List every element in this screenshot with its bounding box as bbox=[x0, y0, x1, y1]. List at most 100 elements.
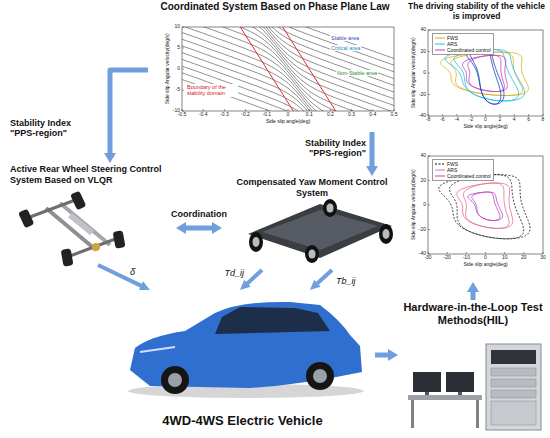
edge-label: Td_ij bbox=[224, 268, 244, 278]
connector-line bbox=[185, 226, 213, 231]
legend-line bbox=[435, 170, 445, 171]
axis-label: Side slip Angular velocity(deg/s) bbox=[410, 38, 416, 109]
connector bbox=[176, 222, 222, 234]
tick-mark bbox=[428, 252, 429, 254]
tick-mark bbox=[428, 180, 430, 181]
tick-mark bbox=[428, 94, 430, 95]
tick-mark bbox=[428, 51, 430, 52]
tick-label: -0.1 bbox=[262, 112, 271, 118]
tick-label: -40 bbox=[419, 113, 426, 119]
region-annotation: Non-Stable area bbox=[336, 70, 378, 76]
headlight bbox=[140, 347, 175, 352]
tick-mark bbox=[182, 27, 184, 28]
response-loop bbox=[462, 55, 507, 91]
arrow-head bbox=[104, 153, 116, 163]
desk-leg bbox=[476, 400, 479, 428]
legend-sample bbox=[435, 42, 445, 46]
tick-label: -0.3 bbox=[220, 112, 229, 118]
tick-mark bbox=[182, 48, 184, 49]
tick-mark bbox=[514, 114, 515, 116]
tick-mark bbox=[428, 114, 429, 116]
trajectory-curve bbox=[182, 27, 394, 92]
chassis-rail bbox=[46, 208, 96, 250]
tick-label: -0.4 bbox=[199, 112, 208, 118]
edge-label: δ̇ bbox=[130, 267, 135, 277]
wheel bbox=[61, 248, 74, 266]
edge-label: Tb_ij bbox=[336, 276, 356, 286]
tick-label: 0 bbox=[287, 112, 290, 118]
legend-line bbox=[435, 44, 445, 45]
tick-label: 0.3 bbox=[348, 112, 355, 118]
trajectory-curve bbox=[182, 27, 394, 65]
legend-row: Coordinated control bbox=[435, 47, 491, 53]
tick-label: 0 bbox=[423, 70, 426, 76]
trajectory-curve bbox=[182, 27, 394, 111]
monitor-stand bbox=[425, 392, 429, 395]
tick-mark bbox=[330, 109, 331, 111]
wheel-rim bbox=[383, 229, 390, 239]
connector bbox=[366, 132, 378, 176]
chassis-top bbox=[262, 210, 378, 250]
connector-line bbox=[247, 270, 262, 284]
tick-label: -10 bbox=[463, 255, 470, 261]
wheel bbox=[249, 232, 263, 252]
wheel-rim bbox=[327, 204, 334, 213]
yaw-chassis bbox=[248, 199, 393, 263]
tick-label: 10 bbox=[502, 255, 508, 261]
tick-label: 4 bbox=[513, 117, 516, 123]
axis-label: Side slip angle(deg) bbox=[463, 124, 507, 130]
tick-mark bbox=[309, 109, 310, 111]
node-box: Hardware-in-the-Loop Test Methods(HIL) bbox=[398, 300, 548, 435]
wheel bbox=[70, 191, 86, 211]
tick-label: 2 bbox=[498, 117, 501, 123]
legend-sample bbox=[435, 162, 445, 166]
wheel-rim bbox=[253, 237, 260, 247]
tick-mark bbox=[528, 114, 529, 116]
legend-text: ARS bbox=[447, 41, 457, 47]
tick-label: 0.4 bbox=[369, 112, 376, 118]
connector-line bbox=[98, 265, 142, 286]
connector-line bbox=[375, 353, 389, 358]
node-title: The driving stability of the vehicle is … bbox=[405, 0, 548, 22]
tick-mark bbox=[485, 252, 486, 254]
tick-mark bbox=[428, 229, 430, 230]
tick-mark bbox=[245, 109, 246, 111]
tick-mark bbox=[442, 114, 443, 116]
node-box: Compensated Yaw Moment Control System bbox=[222, 176, 402, 270]
legend-box: FWSARSCoordinated control bbox=[432, 159, 494, 181]
tick-label: 0 bbox=[484, 255, 487, 261]
tick-mark bbox=[394, 109, 395, 111]
wheel bbox=[113, 230, 126, 248]
legend-sample bbox=[435, 168, 445, 172]
tick-label: 0.1 bbox=[306, 112, 313, 118]
response-loop bbox=[468, 192, 503, 221]
trajectory-curve bbox=[182, 66, 394, 111]
legend-sample bbox=[435, 174, 445, 178]
wheel-rim bbox=[309, 250, 316, 259]
tick-label: 40 bbox=[420, 27, 426, 33]
tick-mark bbox=[182, 69, 184, 70]
tick-mark bbox=[288, 109, 289, 111]
wheel bbox=[161, 366, 189, 394]
tick-mark bbox=[447, 252, 448, 254]
rear-axle bbox=[70, 238, 118, 256]
legend-row: FWS bbox=[435, 161, 491, 167]
trajectory-curve bbox=[182, 27, 394, 72]
tick-label: 20 bbox=[420, 49, 426, 55]
legend-line bbox=[435, 50, 445, 51]
edge-label: Coordination bbox=[171, 209, 227, 219]
connector bbox=[104, 70, 148, 163]
tick-mark bbox=[182, 90, 184, 91]
response-loop bbox=[440, 52, 528, 96]
desk-leg bbox=[411, 400, 414, 428]
connector-line bbox=[370, 132, 375, 167]
tick-mark bbox=[266, 109, 267, 111]
tick-label: -4 bbox=[455, 117, 459, 123]
tick-label: -20 bbox=[419, 92, 426, 98]
connector bbox=[467, 282, 479, 300]
region-annotation: Stable area bbox=[330, 35, 360, 41]
legend-sample bbox=[435, 36, 445, 40]
